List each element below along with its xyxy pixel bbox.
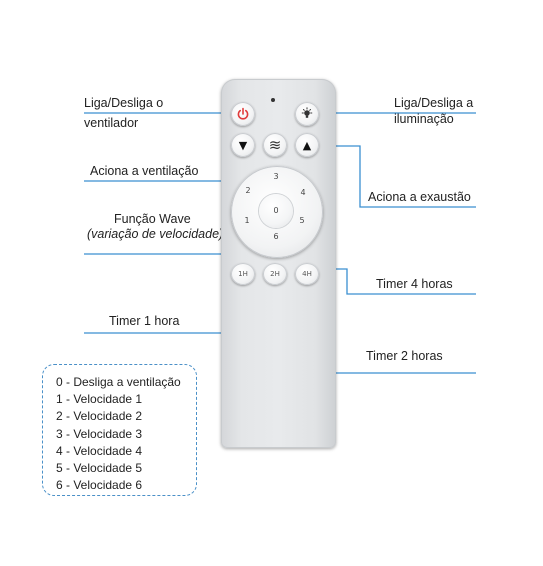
arrow-down-icon: ▼ [238,138,248,152]
power-icon [237,107,249,120]
timer-2h-label: 2H [270,269,280,278]
exhaust-callout: Aciona a exaustão [368,190,471,204]
speed-4-label: 4 [300,188,306,197]
legend-item: 0 - Desliga a ventilação [56,375,181,389]
light-callout-line1: Liga/Desliga a [394,96,474,110]
wave-icon: ≋ [268,135,282,154]
timer2-callout: Timer 2 horas [366,349,443,363]
ventilation-callout: Aciona a ventilação [90,164,199,178]
light-bulb-icon [301,107,313,118]
speed-0-button[interactable] [259,194,293,228]
power-callout-line2: ventilador [84,116,139,130]
timer-4h-label: 4H [302,269,312,278]
power-callout-line1: Liga/Desliga o [84,96,164,110]
exhaust-button[interactable]: ▲ [295,133,319,157]
timer-1h-label: 1H [238,269,248,278]
legend-item: 2 - Velocidade 2 [56,409,143,424]
light-button[interactable] [295,102,319,126]
wave-callout-line1: Função Wave [114,212,191,226]
speed-3-label: 3 [273,172,279,181]
timer-4h-button[interactable]: 4H [295,263,319,285]
legend-item: 3 - Velocidade 3 [56,426,143,441]
wave-button[interactable]: ≋ [263,133,287,157]
timer4-callout: Timer 4 horas [376,277,453,291]
timer1-callout: Timer 1 hora [109,314,180,328]
indicator-led [271,98,275,102]
timer-2h-button[interactable]: 2H [263,263,287,285]
speed-2-label: 2 [245,186,251,195]
arrow-up-icon: ▲ [302,138,312,152]
legend-item: 6 - Velocidade 6 [56,478,143,493]
speed-legend: 0 - Desliga a ventilação 1 - Velocidade … [42,364,197,496]
legend-item: 5 - Velocidade 5 [56,461,143,476]
legend-item: 1 - Velocidade 1 [56,392,143,407]
speed-6-label: 6 [273,232,279,241]
speed-0-label: 0 [273,206,279,215]
power-button[interactable] [231,102,255,126]
speed-1-label: 1 [244,216,250,225]
timer-1h-button[interactable]: 1H [231,263,255,285]
light-callout-line2: iluminação [394,112,454,126]
legend-item: 4 - Velocidade 4 [56,443,143,458]
ventilation-button[interactable]: ▼ [231,133,255,157]
wave-callout-line2: (variação de velocidade) [87,227,224,241]
speed-5-label: 5 [299,216,305,225]
